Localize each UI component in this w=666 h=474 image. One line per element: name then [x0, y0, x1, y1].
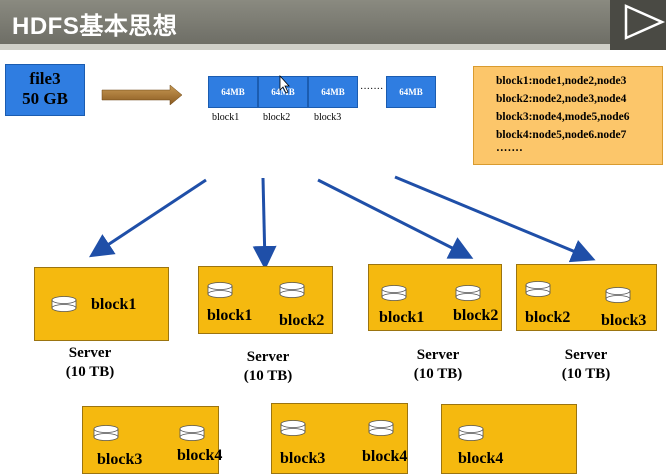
page-title: HDFS基本思想: [12, 13, 178, 40]
server-block-label: block1: [207, 307, 253, 324]
server-label-3: Server(10 TB): [413, 347, 463, 382]
disk-icon: [458, 425, 484, 441]
file-block-2: 64MB: [258, 76, 308, 108]
server-block-label: block2: [279, 312, 325, 329]
block-label-3: block3: [314, 112, 342, 123]
disk-icon: [179, 425, 205, 441]
block-ellipsis: ·······: [360, 84, 384, 95]
mapping-line: block4:node5,node6.node7: [496, 129, 627, 141]
server-block-label: block1: [379, 309, 425, 326]
mapping-line: block1:node1,node2,node3: [496, 75, 627, 87]
server-1: block1: [34, 267, 169, 341]
arrow-to-server-4: [394, 175, 596, 263]
play-triangle-icon: [624, 4, 666, 40]
disk-icon: [368, 420, 394, 436]
file-size: 50 GB: [22, 89, 68, 108]
server-label-4: Server(10 TB): [561, 347, 611, 382]
server-4: block2 block3: [516, 264, 657, 331]
file-block-1: 64MB: [208, 76, 258, 108]
disk-icon: [280, 420, 306, 436]
disk-icon: [51, 296, 77, 312]
mapping-line: ·······: [496, 145, 523, 157]
split-arrow: [101, 84, 183, 106]
server-block-label: block2: [525, 309, 571, 326]
title-bar: [0, 0, 666, 44]
arrow-to-server-3: [317, 178, 474, 259]
server-block-label: block3: [280, 450, 326, 467]
disk-icon: [93, 425, 119, 441]
server-block-label: block3: [601, 312, 647, 329]
file-block-3: 64MB: [308, 76, 358, 108]
title-bar-divider: [0, 44, 666, 50]
mouse-cursor-icon: [279, 74, 290, 94]
arrow-to-server-1: [88, 178, 207, 258]
mapping-line: block3:node4,mode5,node6: [496, 111, 630, 123]
slide-corner: [610, 0, 666, 50]
file-name: file3: [29, 69, 61, 88]
block-label-2: block2: [263, 112, 291, 123]
disk-icon: [381, 285, 407, 301]
disk-icon: [455, 285, 481, 301]
server-2: block1 block2: [198, 266, 333, 334]
file-box: file3 50 GB: [5, 64, 85, 116]
server-label-2: Server(10 TB): [243, 349, 293, 384]
server-6: block3 block4: [271, 403, 408, 474]
server-block-label: block4: [177, 447, 223, 464]
disk-icon: [279, 282, 305, 298]
block-mapping-box: block1:node1,node2,node3 block2:node2,no…: [473, 66, 663, 165]
disk-icon: [605, 287, 631, 303]
disk-icon: [525, 281, 551, 297]
server-3: block1 block2: [368, 264, 502, 331]
server-block-label: block4: [362, 448, 408, 465]
server-label-1: Server(10 TB): [65, 345, 115, 380]
disk-icon: [207, 282, 233, 298]
server-block-label: block2: [453, 307, 499, 324]
block-label-1: block1: [212, 112, 240, 123]
mapping-line: block2:node2,node3,node4: [496, 93, 627, 105]
server-block-label: block1: [91, 296, 137, 313]
arrow-to-server-2: [252, 177, 277, 270]
server-block-label: block4: [458, 450, 504, 467]
server-block-label: block3: [97, 451, 143, 468]
file-block-4: 64MB: [386, 76, 436, 108]
server-7: block4: [441, 404, 577, 474]
server-5: block3 block4: [82, 406, 223, 474]
